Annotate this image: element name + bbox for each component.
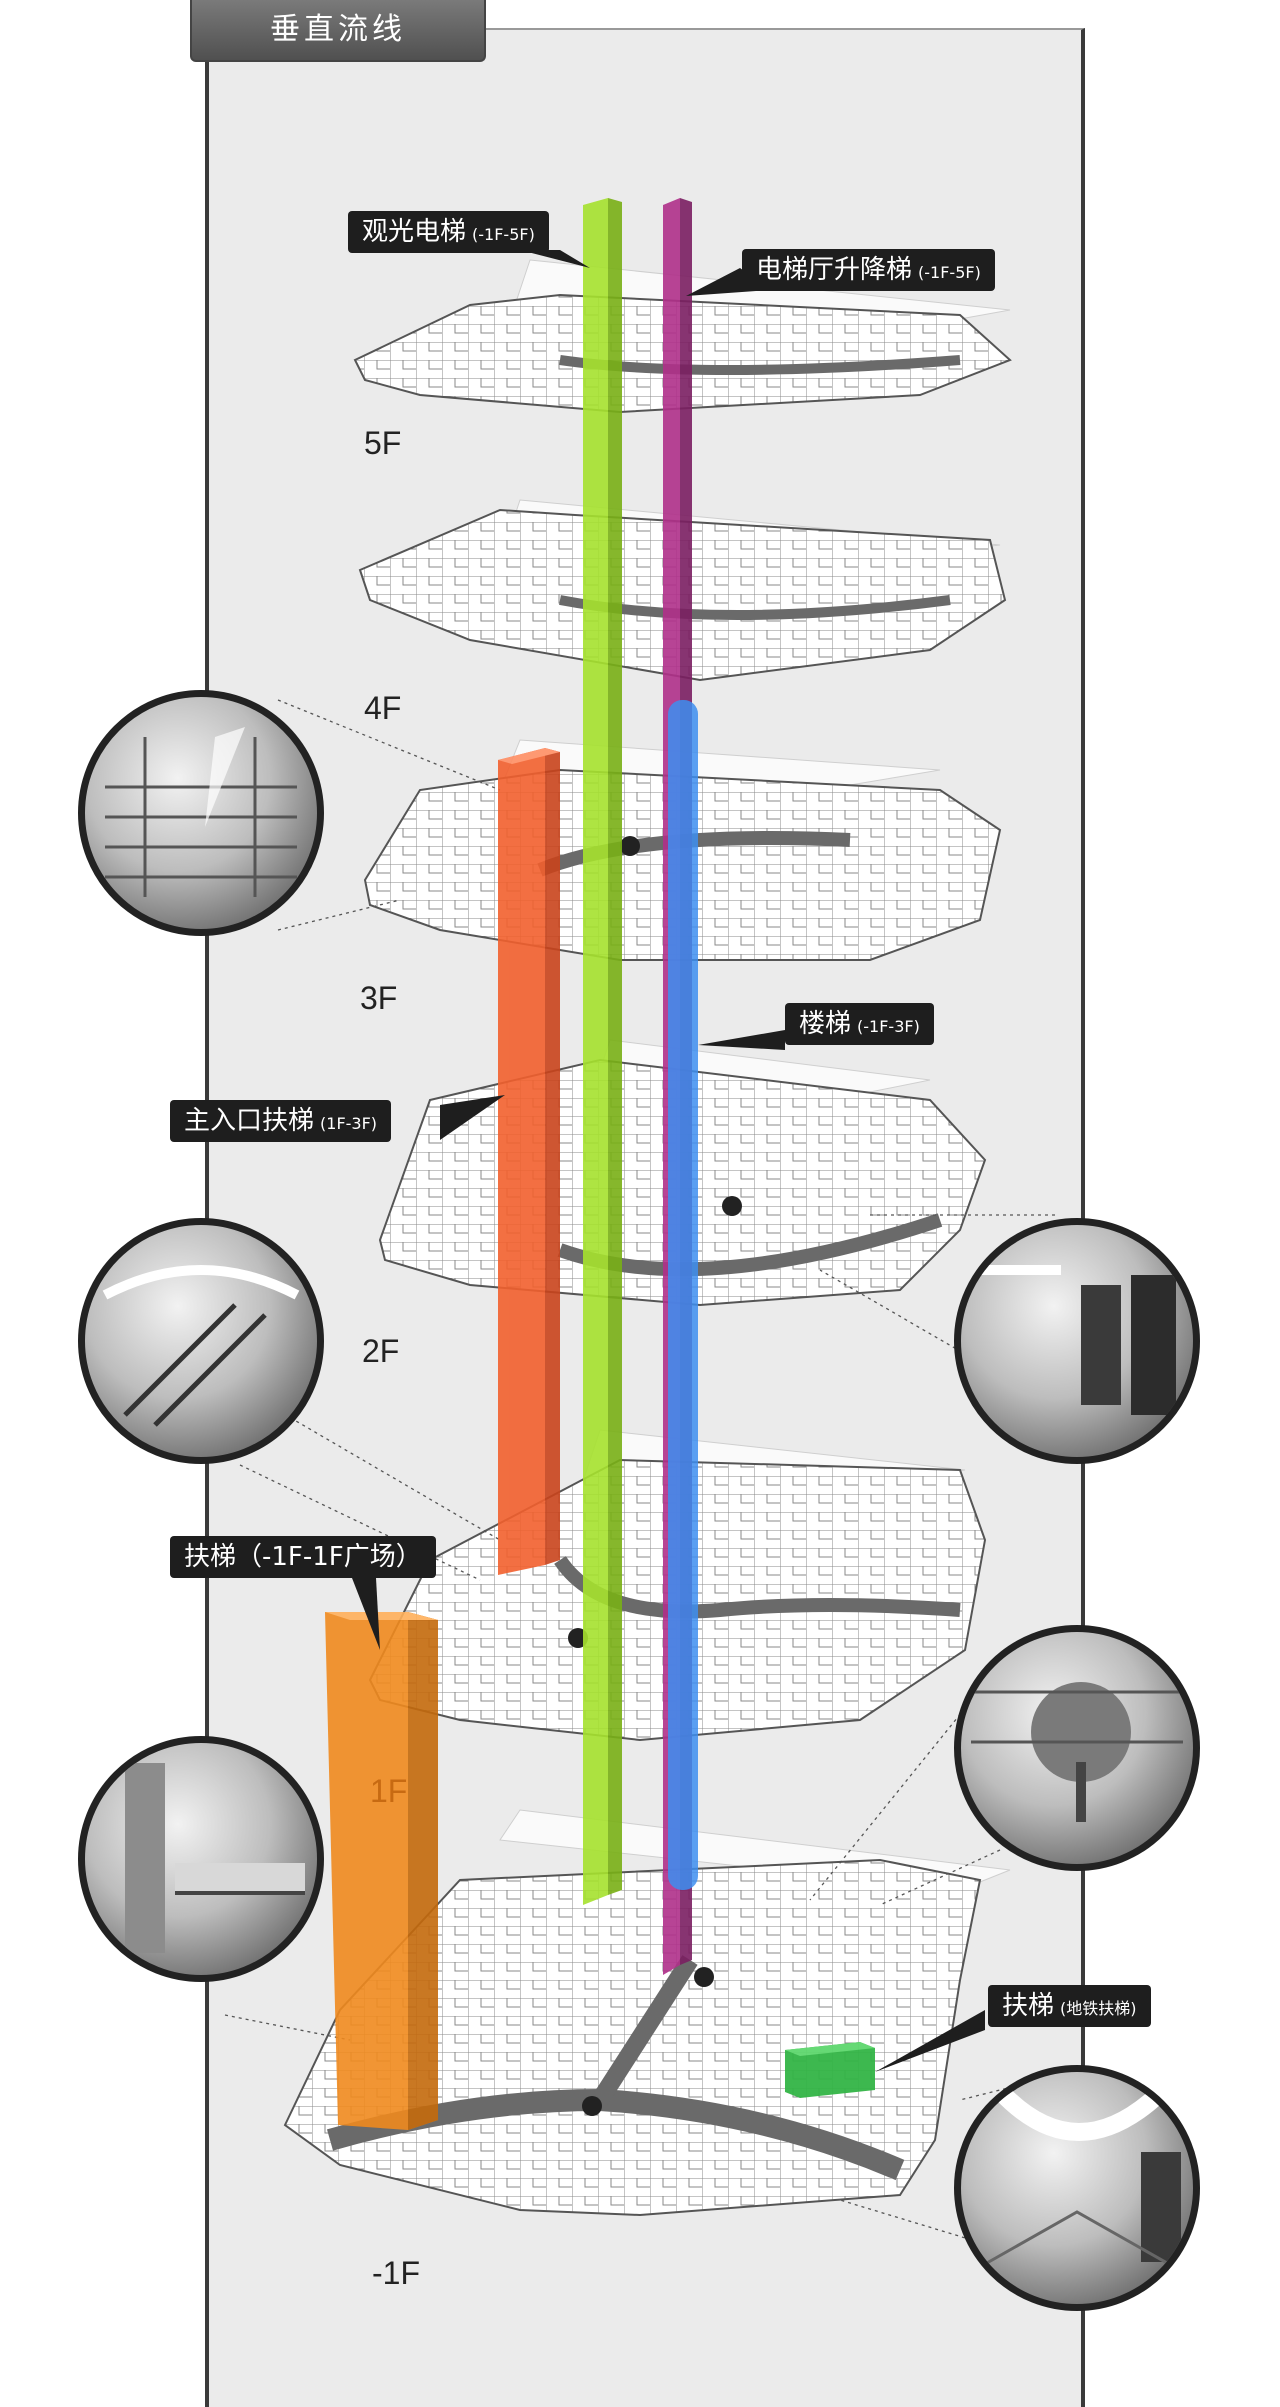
escalator-photo-icon <box>78 1218 324 1464</box>
callout-range: (1F-3F) <box>320 1114 378 1133</box>
elevator-lobby-photo-icon <box>954 1218 1200 1464</box>
floor-plate-b1 <box>283 1809 1011 2217</box>
callout-label: 扶梯（-1F-1F广场） <box>184 1542 422 1572</box>
callout-range: (-1F-3F) <box>857 1017 920 1036</box>
floor-label-b1: -1F <box>372 2255 420 2291</box>
callout-label: 扶梯 <box>1002 1991 1055 2021</box>
floor-label-4f: 4F <box>364 690 402 726</box>
callout-plaza-escalator: 扶梯（-1F-1F广场） <box>170 1536 436 1578</box>
column-plaza-escalator <box>325 1612 438 2130</box>
floor-label-2f: 2F <box>362 1333 400 1369</box>
atrium-photo-icon <box>78 690 324 936</box>
callout-metro-escalator: 扶梯 (地铁扶梯) <box>988 1985 1151 2027</box>
callout-hall-elevator: 电梯厅升降梯 (-1F-5F) <box>742 249 995 291</box>
callout-label: 楼梯 <box>799 1009 852 1039</box>
callout-range: (-1F-5F) <box>472 225 535 244</box>
callout-stairs: 楼梯 (-1F-3F) <box>785 1003 934 1045</box>
floor-label-3f: 3F <box>360 980 398 1016</box>
column-stairs <box>668 700 698 1890</box>
callout-range: (-1F-5F) <box>918 263 981 282</box>
metro-concourse-photo-icon <box>954 2065 1200 2311</box>
column-metro-escalator <box>785 2042 875 2098</box>
column-sightseeing-elevator <box>583 198 622 1905</box>
column-main-escalator <box>498 748 560 1575</box>
corridor-photo-icon <box>78 1736 324 1982</box>
floor-label-5f: 5F <box>364 425 402 461</box>
callout-range: (地铁扶梯) <box>1060 1999 1137 2018</box>
callout-main-escalator: 主入口扶梯 (1F-3F) <box>170 1100 392 1142</box>
page-title: 垂直流线 <box>190 0 486 62</box>
callout-sightseeing-elevator: 观光电梯 (-1F-5F) <box>348 211 549 253</box>
floor-label-1f: 1F <box>370 1773 408 1809</box>
callout-label: 观光电梯 <box>362 217 467 247</box>
callout-label: 主入口扶梯 <box>184 1106 315 1136</box>
tree-atrium-photo-icon <box>954 1625 1200 1871</box>
callout-label: 电梯厅升降梯 <box>756 255 913 285</box>
